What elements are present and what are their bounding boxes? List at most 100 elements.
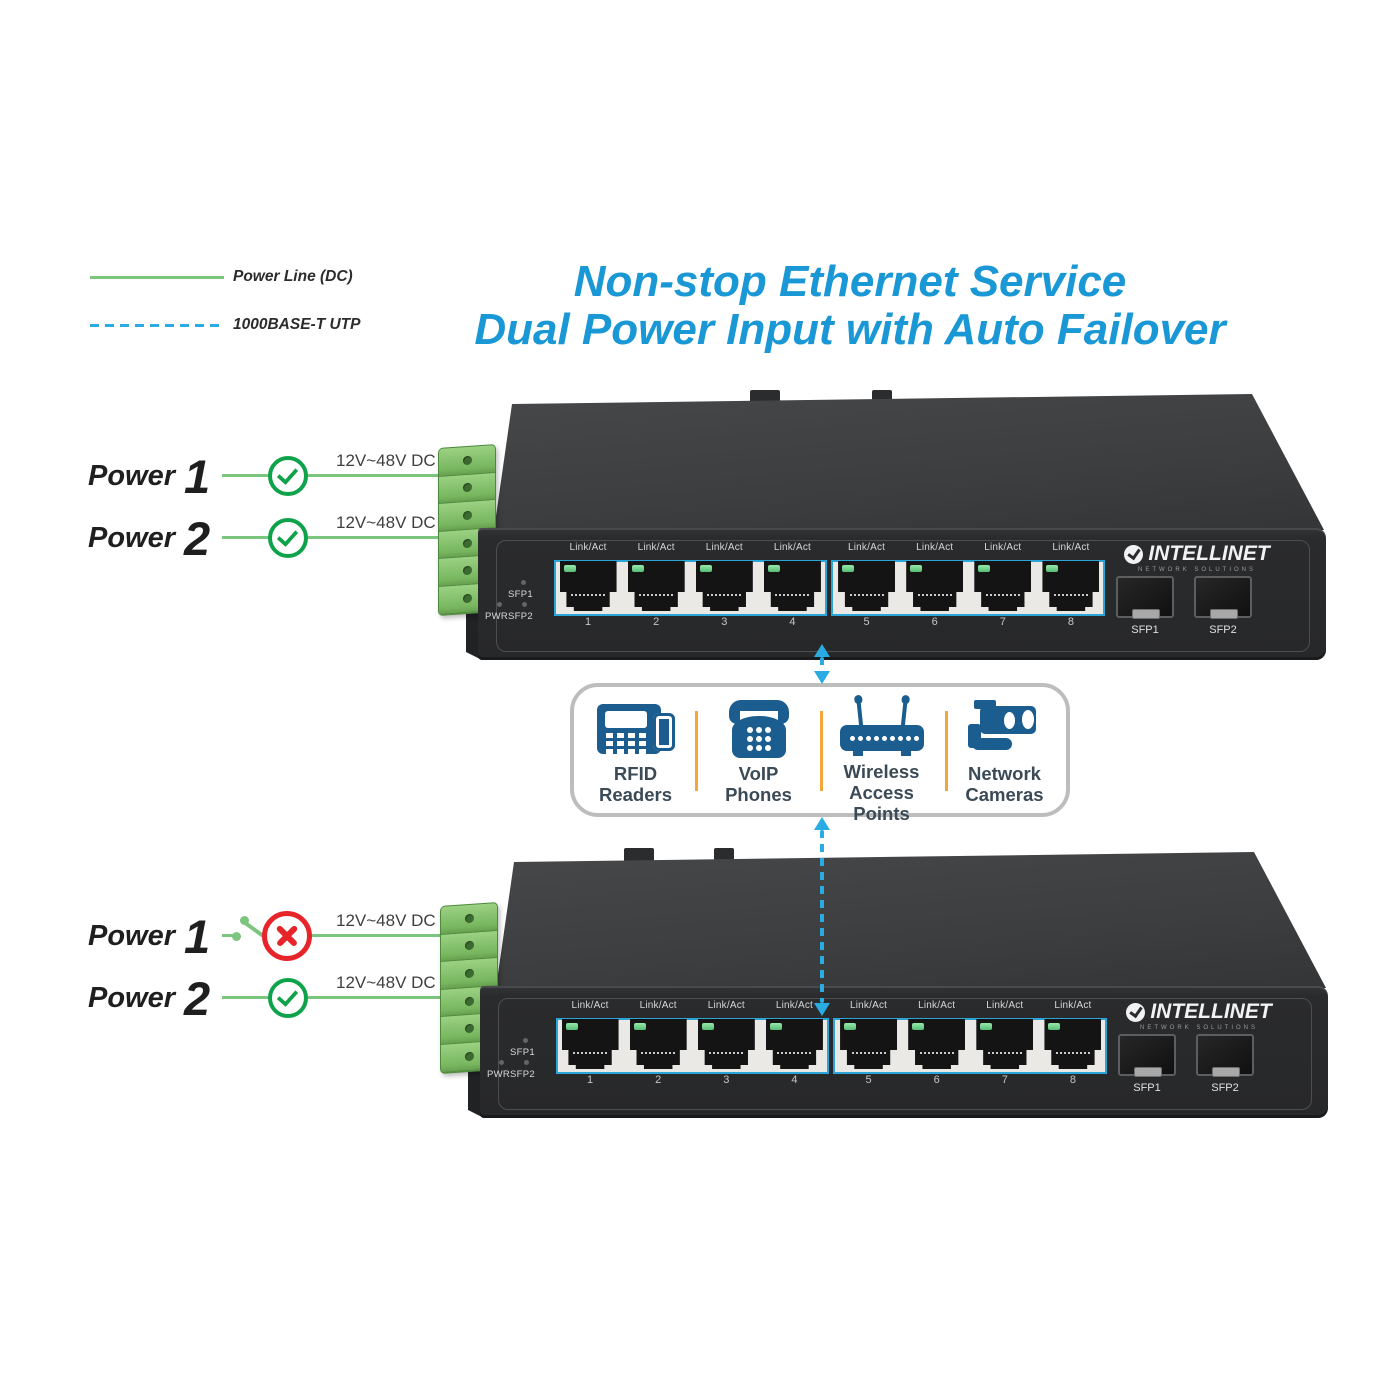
device-label-line2: Access Points [849, 782, 914, 824]
rj45-jack [974, 561, 1032, 611]
port-link-act-label: Link/Act [639, 1000, 677, 1011]
power-1-top-voltage: 12V~48V DC [336, 451, 436, 470]
brand-logo-check [1129, 1003, 1144, 1018]
device-divider [695, 711, 698, 791]
port-link-act-label: Link/Act [569, 542, 607, 553]
power-1-bottom-label: Power 1 [88, 908, 210, 964]
device-divider [945, 711, 948, 791]
port-pins [917, 594, 952, 596]
sfp2-led [522, 602, 527, 607]
pwr-led-label: PWR [487, 1069, 511, 1080]
port-led [1048, 1023, 1061, 1030]
port-number: 2 [655, 1074, 662, 1086]
pwr-led-label: PWR [485, 611, 509, 622]
port-number: 7 [999, 616, 1006, 628]
port-led [767, 565, 780, 572]
utp-dashed-link-top [820, 657, 824, 674]
port-number: 5 [865, 1074, 872, 1086]
camera-top [973, 700, 996, 709]
power-2-bottom-ok-icon [268, 978, 308, 1018]
rj45-jack [840, 1019, 898, 1069]
device-icon-wrap [728, 697, 789, 761]
front-panel-outline [496, 540, 1310, 652]
ap-foot [900, 749, 911, 756]
port-pins [571, 594, 606, 596]
port-link-act-label: Link/Act [705, 542, 743, 553]
rj45-port-column: Link/Act 2 [624, 1000, 692, 1088]
power-number: 2 [184, 971, 211, 1025]
device-label-line2: Readers [598, 784, 672, 805]
port-link-act-label: Link/Act [1054, 1000, 1092, 1011]
brand-tagline: NETWORK SOLUTIONS [1137, 567, 1256, 573]
phone-body [731, 716, 786, 758]
brand-tagline: NETWORK SOLUTIONS [1139, 1025, 1258, 1031]
headline: Non-stop Ethernet Service Dual Power Inp… [300, 258, 1400, 354]
power-number: 1 [184, 909, 211, 963]
sfp-port-2 [1196, 1034, 1254, 1077]
sfp1-led [523, 1038, 528, 1043]
port-pins [573, 1052, 608, 1054]
sfp2-led-label: SFP2 [508, 611, 533, 622]
power-line-1-bottom-stub [222, 934, 234, 937]
brand-name: INTELLINET [1150, 1000, 1272, 1023]
phone-keypad [746, 727, 753, 733]
port-number: 3 [723, 1074, 730, 1086]
rj45-jack [765, 1019, 823, 1069]
power-line-1-top [222, 474, 458, 477]
port-led [844, 1023, 857, 1030]
power-number: 1 [184, 449, 211, 503]
switch-top-face [494, 394, 1324, 530]
port-pins [707, 594, 742, 596]
port-pins [849, 594, 884, 596]
port-pins [1055, 1052, 1090, 1054]
port-led [701, 1023, 714, 1030]
power-1-top-ok-icon [268, 456, 308, 496]
rj45-jack [697, 1019, 755, 1069]
port-pins [709, 1052, 744, 1054]
device-icon-wrap [596, 697, 675, 761]
wireless-access-point-icon [839, 697, 924, 759]
legend-power-line-swatch [90, 276, 224, 279]
port-led [1046, 565, 1059, 572]
device-divider [820, 711, 823, 791]
port-led [633, 1023, 646, 1030]
rj45-jack [976, 1019, 1034, 1069]
utp-arrow-down-bottom [814, 1003, 830, 1016]
port-number: 4 [789, 616, 796, 628]
headline-line1: Non-stop Ethernet Service [573, 257, 1127, 306]
device-wireless-access-points: Wireless Access Points [820, 687, 943, 824]
port-number: 6 [931, 616, 938, 628]
sfp2-led [524, 1060, 529, 1065]
connected-devices-panel: RFID Readers VoIP Phones [570, 683, 1070, 824]
rj45-jack [908, 1019, 966, 1069]
device-label-line1: RFID [613, 763, 658, 784]
device-label-line1: Wireless [843, 761, 920, 782]
port-number: 1 [585, 616, 592, 628]
device-network-cameras: Network Cameras [943, 687, 1066, 813]
sfp-latch [1212, 1067, 1240, 1077]
switch-top-face [496, 852, 1326, 988]
port-number: 2 [653, 616, 660, 628]
sfp-latch [1134, 1067, 1162, 1077]
headline-line2: Dual Power Input with Auto Failover [474, 305, 1226, 354]
pwr-led [497, 602, 502, 607]
device-label-line1: Network [967, 763, 1041, 784]
sfp2-label: SFP2 [1209, 624, 1237, 636]
port-link-act-label: Link/Act [1052, 542, 1090, 553]
port-led [980, 1023, 993, 1030]
terminal-screw [441, 903, 497, 935]
brand-logo-icon [1124, 544, 1144, 564]
ap-foot [852, 749, 863, 756]
